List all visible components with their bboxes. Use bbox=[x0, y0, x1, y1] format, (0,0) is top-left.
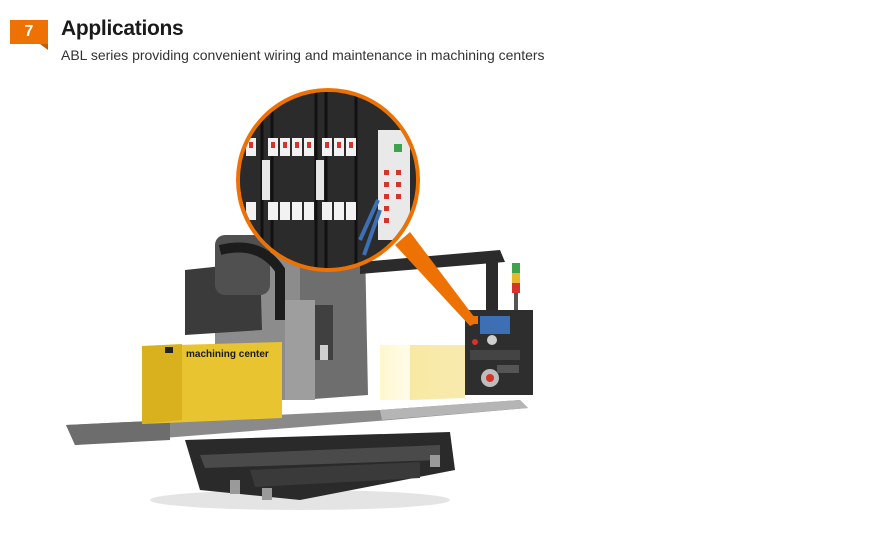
callout-pointer bbox=[395, 232, 478, 326]
machine-table bbox=[66, 400, 528, 445]
control-panel bbox=[465, 310, 533, 395]
signal-tower-icon bbox=[512, 263, 520, 311]
section-number-badge: 7 bbox=[10, 20, 48, 50]
section-number: 7 bbox=[24, 23, 34, 40]
machine-base bbox=[185, 432, 455, 500]
machine-enclosure: machining center bbox=[142, 342, 470, 424]
machine-label: machining center bbox=[186, 349, 269, 360]
page-title: Applications bbox=[61, 17, 184, 40]
page-subtitle: ABL series providing convenient wiring a… bbox=[61, 47, 545, 63]
zoom-callout bbox=[236, 88, 420, 272]
